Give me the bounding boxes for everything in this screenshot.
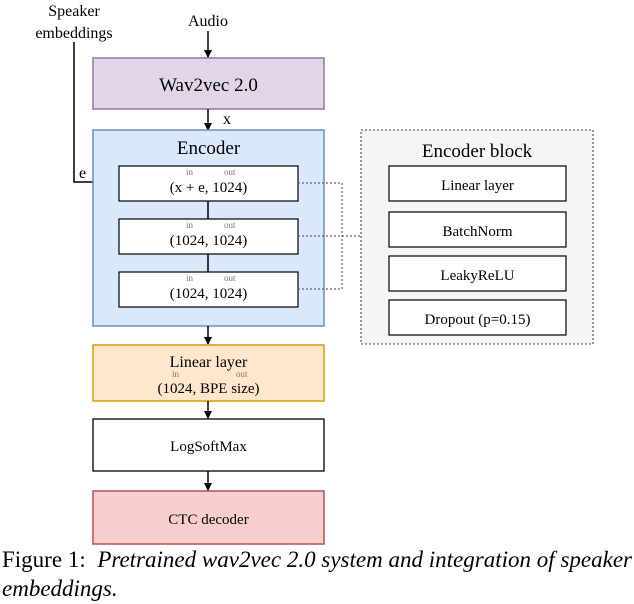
architecture-diagram: Speaker embeddings Audio Wav2vec 2.0 x e… (35, 3, 594, 545)
encoder-layer-2-dims: (1024, 1024) (170, 233, 248, 249)
encoder-block-batchnorm (388, 211, 567, 248)
encoder-layer-3 (118, 271, 299, 308)
encoder-block-title: Encoder block (422, 141, 533, 162)
logsoftmax-label: LogSoftMax (170, 439, 247, 455)
encoder-layer-1 (118, 165, 299, 202)
encoder-layer-2-out: out (224, 220, 236, 230)
encoder-layer-1-in: in (186, 167, 194, 177)
logsoftmax-box (92, 418, 325, 472)
encoder-layer-1-dims: (x + e, 1024) (170, 180, 248, 196)
audio-label: Audio (188, 13, 228, 30)
encoder-block-linear-label: Linear layer (441, 178, 514, 194)
figure-caption: Figure 1: Pretrained wav2vec 2.0 system … (2, 545, 632, 603)
encoder-block-leakyrelu (388, 255, 567, 292)
encoder-title: Encoder (177, 138, 241, 159)
encoder-block-dropout-label: Dropout (p=0.15) (425, 312, 531, 328)
linear-layer-box (92, 344, 325, 402)
encoder-layer-1-out: out (224, 167, 236, 177)
encoder-block-batchnorm-label: BatchNorm (443, 224, 513, 240)
linear-layer-out: out (236, 369, 248, 379)
linear-layer-dims: (1024, BPE size) (157, 381, 259, 397)
speaker-embeddings-label-line1: Speaker (48, 3, 100, 20)
ctc-decoder-label: CTC decoder (168, 512, 248, 528)
figure-caption-text: Pretrained wav2vec 2.0 system and integr… (2, 547, 632, 601)
encoder-layer-3-out: out (224, 273, 236, 283)
ctc-decoder-box (92, 490, 325, 545)
encoder-layer-3-in: in (186, 273, 194, 283)
linear-layer-in: in (172, 369, 180, 379)
encoder-block-dropout (388, 299, 567, 336)
figure-caption-lead: Figure 1: (2, 547, 86, 572)
encoder-block-dotted-links (298, 182, 361, 290)
encoder-layer-2-in: in (186, 220, 194, 230)
wav2vec-label: Wav2vec 2.0 (159, 75, 258, 96)
encoder-block-leakyrelu-label: LeakyReLU (440, 268, 514, 284)
speaker-embeddings-label-line2: embeddings (35, 25, 112, 42)
x-label: x (223, 111, 231, 128)
encoder-layer-3-dims: (1024, 1024) (170, 286, 248, 302)
linear-layer-title: Linear layer (170, 354, 248, 371)
e-label: e (79, 165, 86, 182)
encoder-block-linear (388, 165, 567, 202)
